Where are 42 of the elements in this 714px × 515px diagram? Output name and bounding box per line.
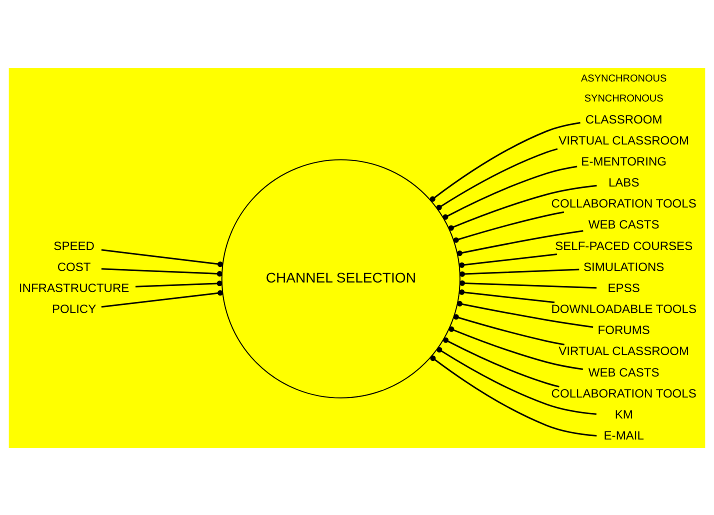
connector xyxy=(456,230,584,256)
node-text: FORUMS xyxy=(598,322,650,337)
connector xyxy=(430,121,580,202)
connector xyxy=(453,314,564,345)
connector xyxy=(443,336,560,387)
connector xyxy=(135,280,222,287)
node-text: E-MAIL xyxy=(604,428,644,442)
node-text: SIMULATIONS xyxy=(584,259,664,274)
node-text: SPEED xyxy=(54,238,94,252)
node-text: VIRTUAL CLASSROOM xyxy=(558,344,690,358)
label: SYNCHRONOUS xyxy=(584,93,664,104)
connector xyxy=(448,184,597,230)
node-text: WEB CASTS xyxy=(588,364,660,379)
connector xyxy=(460,280,597,288)
connector xyxy=(460,268,580,276)
connector xyxy=(101,268,222,276)
connector xyxy=(459,253,557,268)
node-text: POLICY xyxy=(52,302,96,316)
node-text: LABS xyxy=(608,175,640,190)
connector xyxy=(430,354,597,436)
connector xyxy=(101,290,223,308)
node-text: CLASSROOM xyxy=(585,112,662,126)
label: ASYNCHRONOUS xyxy=(580,73,667,84)
connector xyxy=(442,165,578,220)
connector xyxy=(436,148,558,210)
connector xyxy=(457,300,594,328)
node-text: WEB CASTS xyxy=(588,217,660,232)
node-text: SELF-PACED COURSES xyxy=(555,238,693,252)
connector xyxy=(453,210,564,242)
connector xyxy=(459,288,555,303)
node-text: INFRASTRUCTURE xyxy=(18,280,130,294)
connector xyxy=(101,248,223,267)
node-text: KM xyxy=(614,406,633,421)
node-text: COST xyxy=(57,259,91,274)
node-text: EPSS xyxy=(608,280,640,294)
connector xyxy=(436,346,596,414)
connector xyxy=(448,326,583,370)
node-text: COLLABORATION TOOLS xyxy=(551,196,696,210)
node-text: E-MENTORING xyxy=(581,154,667,168)
node-text: DOWNLOADABLE TOOLS xyxy=(551,302,697,316)
node-text: VIRTUAL CLASSROOM xyxy=(558,132,690,147)
node-text: COLLABORATION TOOLS xyxy=(551,386,696,400)
